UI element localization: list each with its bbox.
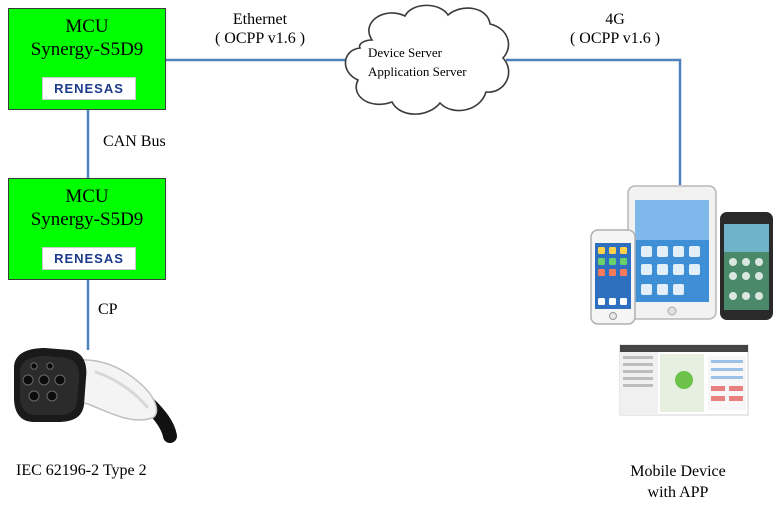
cloud-line1: Device Server xyxy=(368,45,442,60)
cellular-label-line1: 4G xyxy=(605,11,625,28)
connector-label: IEC 62196-2 Type 2 xyxy=(16,462,147,479)
mcu-title: MCU xyxy=(65,186,109,207)
app-screenshot-icon xyxy=(619,344,749,416)
cloud-text: Device Server Application Server xyxy=(368,43,467,81)
can-bus-label: CAN Bus xyxy=(103,133,166,150)
cp-label: CP xyxy=(98,301,118,318)
renesas-logo: RENESAS xyxy=(42,77,136,100)
cellular-line xyxy=(506,58,682,185)
phone-icon xyxy=(590,229,636,325)
tablet-icon xyxy=(627,185,717,320)
mcu-title: MCU xyxy=(65,16,109,37)
mobile-label: Mobile Device with APP xyxy=(598,461,758,503)
renesas-logo: RENESAS xyxy=(42,247,136,270)
mcu-model: Synergy-S5D9 xyxy=(30,39,144,60)
cellular-label: 4G ( OCPP v1.6 ) xyxy=(545,10,685,48)
android-phone-icon xyxy=(720,212,773,320)
mobile-label-line1: Mobile Device xyxy=(630,463,726,480)
mcu-model: Synergy-S5D9 xyxy=(30,209,144,230)
cloud-line2: Application Server xyxy=(368,64,467,79)
ethernet-label-line1: Ethernet xyxy=(232,11,288,28)
ethernet-label-line2: ( OCPP v1.6 ) xyxy=(214,30,306,47)
ethernet-label: Ethernet ( OCPP v1.6 ) xyxy=(190,10,330,48)
mobile-label-line2: with APP xyxy=(647,484,709,501)
mcu-box-top: MCU Synergy-S5D9 RENESAS xyxy=(8,8,166,110)
cellular-label-line2: ( OCPP v1.6 ) xyxy=(569,30,661,47)
mcu-box-bottom: MCU Synergy-S5D9 RENESAS xyxy=(8,178,166,280)
